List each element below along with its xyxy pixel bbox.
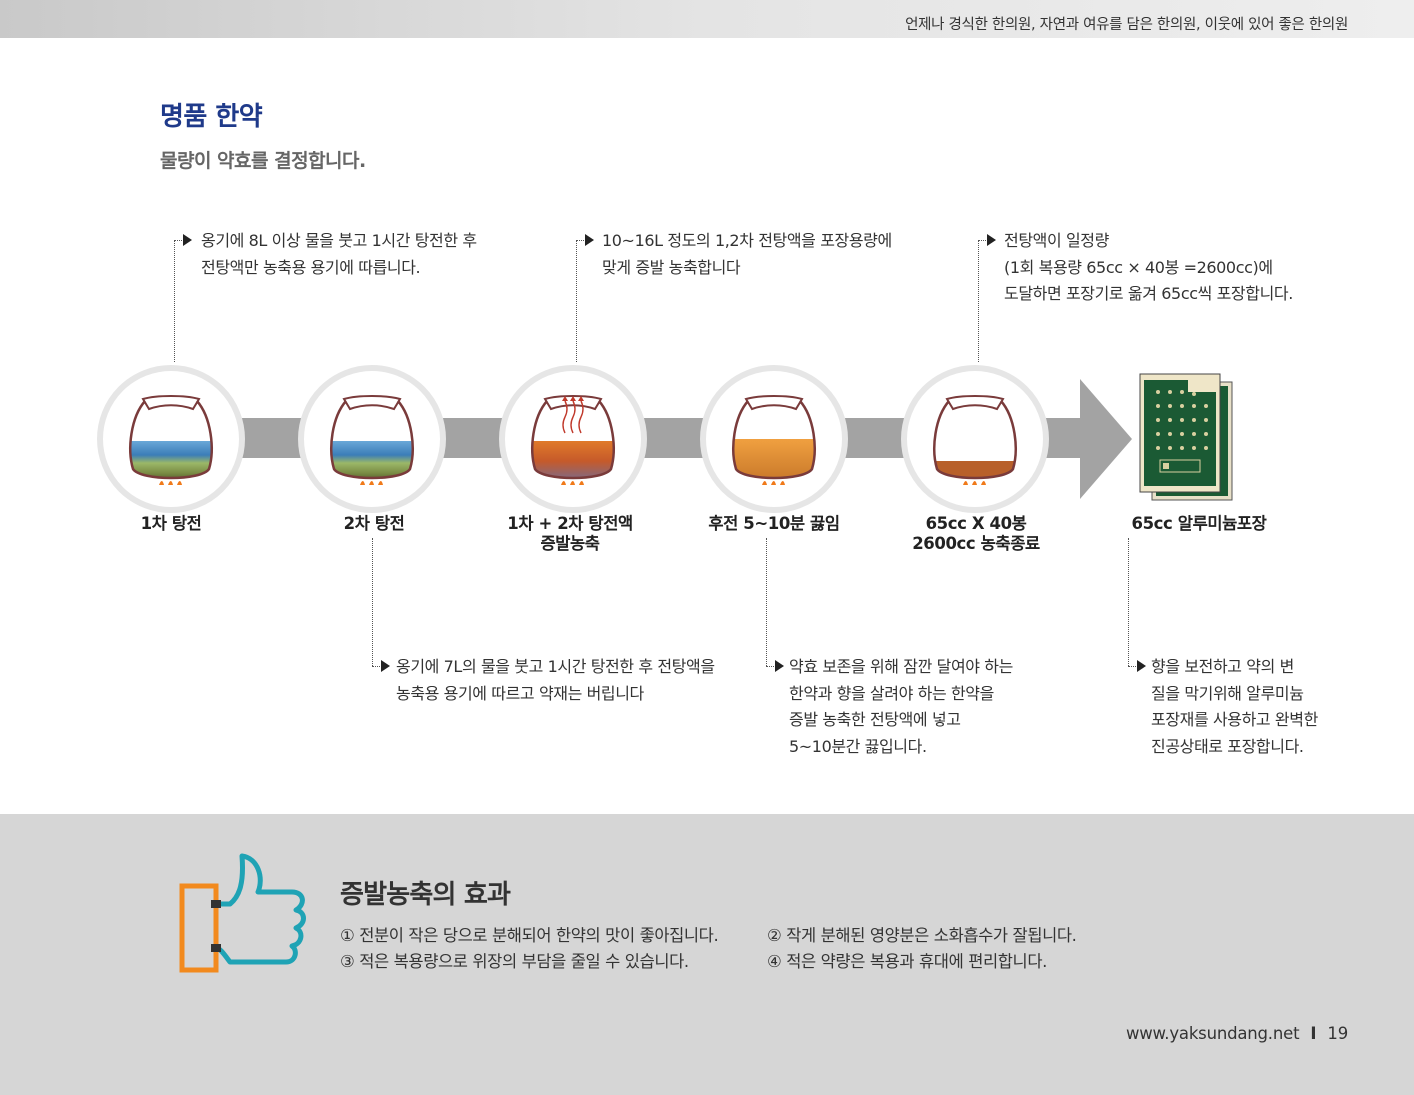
note-step-2: 옹기에 7L의 물을 붓고 1시간 탕전한 후 전탕액을 농축용 용기에 따르고… bbox=[396, 657, 715, 703]
pointer-arrow-icon bbox=[775, 660, 784, 672]
pointer-arrow-icon bbox=[381, 660, 390, 672]
pointer-arrow-icon bbox=[183, 234, 192, 246]
flame-icon bbox=[360, 481, 383, 485]
note-step-3: 10~16L 정도의 1,2차 전탕액을 포장용량에 맞게 증발 농축합니다 bbox=[602, 231, 892, 277]
footer-separator: I bbox=[1310, 1024, 1317, 1043]
step-circle-1 bbox=[97, 365, 245, 513]
connector-stub bbox=[174, 240, 182, 241]
website-link[interactable]: www.yaksundang.net bbox=[1125, 1024, 1300, 1043]
connector-line bbox=[372, 538, 373, 666]
connector-line bbox=[576, 240, 577, 362]
pot-icon bbox=[732, 395, 816, 485]
effects-title: 증발농축의 효과 bbox=[340, 880, 511, 910]
note-step-1: 옹기에 8L 이상 물을 붓고 1시간 탕전한 후 전탕액만 농축용 용기에 따… bbox=[201, 231, 477, 277]
effect-item-4: ④ 적은 약량은 복용과 휴대에 편리합니다. bbox=[767, 952, 1047, 971]
pot-icon bbox=[129, 395, 213, 485]
pointer-arrow-icon bbox=[585, 234, 594, 246]
pot-icon bbox=[531, 395, 615, 485]
connector-stub bbox=[1128, 666, 1136, 667]
connector-stub bbox=[372, 666, 380, 667]
step-label-2: 2차 탕전 bbox=[343, 514, 405, 533]
pointer-arrow-icon bbox=[1137, 660, 1146, 672]
note-step-5: 전탕액이 일정량 (1회 복용량 65cc × 40봉 =2600cc)에 도달… bbox=[1004, 231, 1293, 303]
effects-panel bbox=[0, 814, 1414, 1095]
pot-icon bbox=[933, 395, 1017, 485]
connector-line bbox=[174, 240, 175, 362]
steam-icon bbox=[562, 400, 584, 434]
step-circle-3 bbox=[499, 365, 647, 513]
page-number: 19 bbox=[1327, 1024, 1348, 1043]
pot-icon bbox=[330, 395, 414, 485]
process-arrow-icon bbox=[1080, 379, 1132, 499]
connector-line bbox=[978, 240, 979, 362]
step-circle-5 bbox=[901, 365, 1049, 513]
pointer-arrow-icon bbox=[987, 234, 996, 246]
step-label-5: 65cc X 40봉 2600cc 농축종료 bbox=[912, 514, 1040, 553]
flame-icon bbox=[561, 481, 584, 485]
step-label-1: 1차 탕전 bbox=[140, 514, 202, 533]
header-tagline: 언제나 경식한 한의원, 자연과 여유를 담은 한의원, 이웃에 있어 좋은 한… bbox=[905, 17, 1348, 33]
top-bar: 언제나 경식한 한의원, 자연과 여유를 담은 한의원, 이웃에 있어 좋은 한… bbox=[0, 0, 1414, 38]
step-label-4: 후전 5~10분 끓임 bbox=[708, 514, 840, 533]
effect-item-1: ① 전분이 작은 당으로 분해되어 한약의 맛이 좋아집니다. bbox=[340, 926, 719, 945]
flame-icon bbox=[159, 481, 182, 485]
connector-stub bbox=[978, 240, 986, 241]
step-circle-4 bbox=[700, 365, 848, 513]
pouch-icon bbox=[1138, 372, 1236, 504]
step-label-3: 1차 + 2차 탕전액 증발농축 bbox=[507, 514, 633, 553]
connector-line bbox=[766, 538, 767, 666]
step-circle-2 bbox=[298, 365, 446, 513]
thumbs-up-icon bbox=[178, 852, 310, 980]
flame-icon bbox=[762, 481, 785, 485]
note-step-6: 향을 보전하고 약의 변 질을 막기위해 알루미늄 포장재를 사용하고 완벽한 … bbox=[1151, 657, 1318, 756]
flame-icon bbox=[963, 481, 986, 485]
step-label-6: 65cc 알루미늄포장 bbox=[1131, 514, 1267, 533]
effect-item-2: ② 작게 분해된 영양분은 소화흡수가 잘됩니다. bbox=[767, 926, 1077, 945]
note-step-4: 약효 보존을 위해 잠깐 달여야 하는 한약과 향을 살려야 하는 한약을 증발… bbox=[789, 657, 1013, 756]
connector-line bbox=[1128, 538, 1129, 666]
page-title: 명품 한약 bbox=[160, 102, 263, 132]
connector-stub bbox=[576, 240, 584, 241]
connector-stub bbox=[766, 666, 774, 667]
page-footer: www.yaksundang.net I 19 bbox=[1126, 1024, 1348, 1043]
page-subtitle: 물량이 약효를 결정합니다. bbox=[160, 150, 366, 172]
effect-item-3: ③ 적은 복용량으로 위장의 부담을 줄일 수 있습니다. bbox=[340, 952, 689, 971]
